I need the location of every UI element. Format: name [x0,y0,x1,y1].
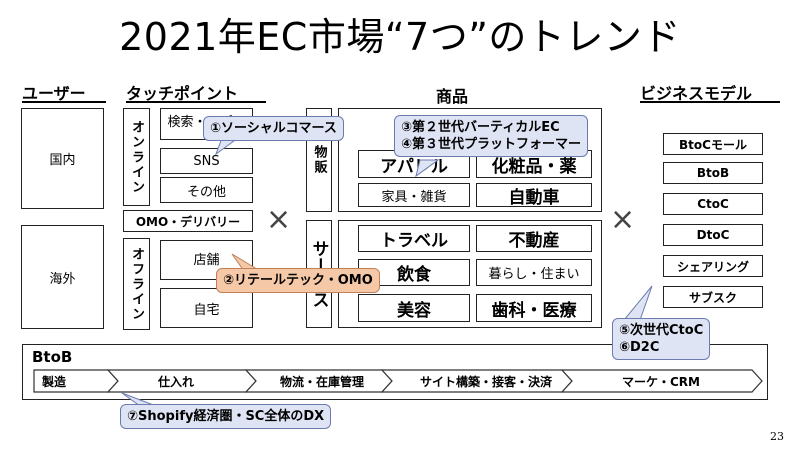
bm-dtoc: DtoC [663,224,763,246]
bm-btoc-mall: BtoCモール [663,133,763,155]
stage-manufacturing: 製造 [42,374,67,389]
callout-vertical-ec: ③第２世代バーティカルEC ④第３世代プラットフォーマー [394,115,589,157]
stage-logistics: 物流・在庫管理 [280,374,365,389]
callout-next-ctoc: ⑤次世代CtoC ⑥D2C [612,318,711,360]
stage-procurement: 仕入れ [158,374,195,389]
touchpoint-omo-delivery: OMO・デリバリー [123,210,253,232]
touchpoint-offline-label: オフライン [123,238,150,330]
bm-ctoc: CtoC [663,193,763,215]
product-automobile: 自動車 [476,183,592,208]
cross-symbol-left: × [266,202,292,237]
page-title: 2021年EC市場“7つ”のトレンド [119,15,681,59]
touchpoint-home: 自宅 [160,288,253,328]
product-beauty: 美容 [358,294,470,322]
touchpoint-other: その他 [160,177,253,203]
stage-marketing-crm: マーケ・CRM [622,374,700,389]
btob-label: BtoB [32,348,73,366]
product-furniture: 家具・雑貨 [358,183,470,207]
bm-sharing: シェアリング [663,255,763,277]
header-business-model-underline [640,101,780,103]
stage-site-building: サイト構築・接客・決済 [420,374,553,389]
header-user-underline [22,101,106,103]
callout-social-commerce: ①ソーシャルコマース [203,116,344,141]
header-touchpoint-underline [126,101,266,103]
touchpoint-online-label: オンライン [123,108,150,206]
bm-subscription: サブスク [663,286,763,308]
page-number: 23 [770,430,784,443]
callout-shopify: ⑦Shopify経済圏・SC全体のDX [120,404,332,429]
product-travel: トラベル [358,225,470,252]
product-dental-medical: 歯科・医療 [476,294,592,322]
btob-panel [22,344,768,400]
header-touchpoint: タッチポイント [126,84,239,103]
cross-symbol-right: × [610,202,636,237]
user-overseas: 海外 [21,225,104,329]
user-domestic: 国内 [21,108,104,209]
callout-retail-tech: ②リテールテック・OMO [216,268,380,293]
product-goods-group [338,108,602,212]
header-business-model: ビジネスモデル [640,84,753,103]
product-living: 暮らし・住まい [476,259,592,286]
header-user: ユーザー [22,84,86,103]
bm-btob: BtoB [663,162,763,184]
product-real-estate: 不動産 [476,225,592,252]
header-product: 商品 [436,87,469,106]
